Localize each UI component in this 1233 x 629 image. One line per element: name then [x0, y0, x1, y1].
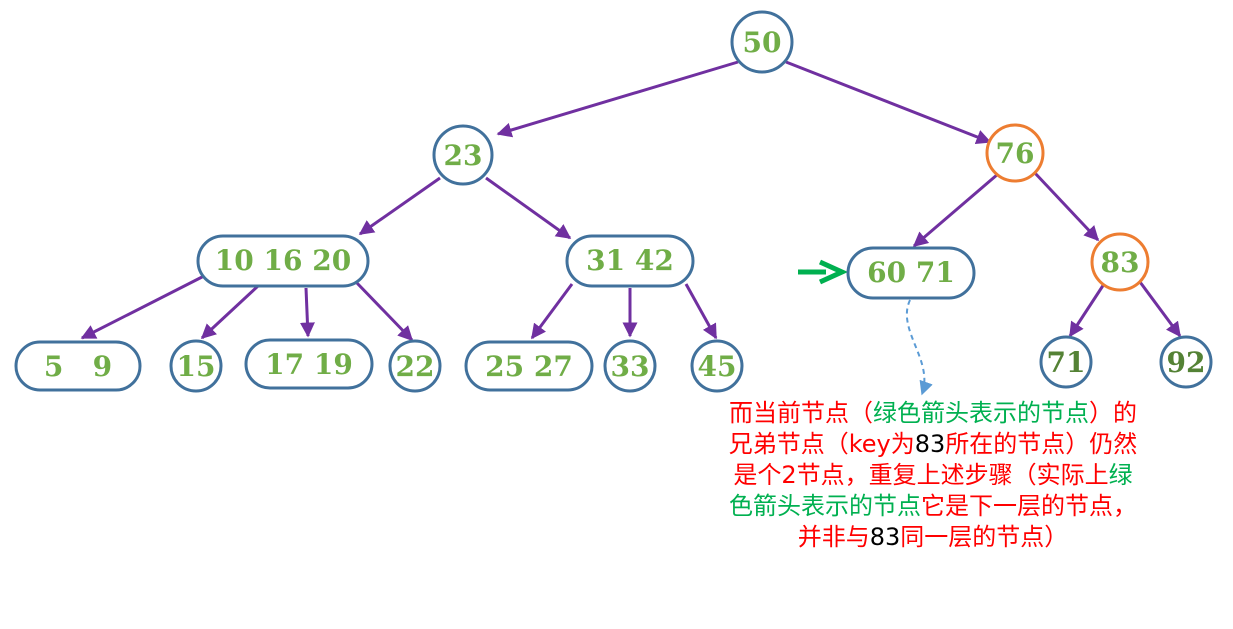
dashed-note-connector — [905, 299, 933, 396]
edge-10-16-20-17-19 — [299, 287, 315, 338]
node-key-text: 92 — [1167, 346, 1206, 379]
node-33: 33 — [603, 339, 657, 393]
node-key-text: 17 19 — [265, 348, 353, 381]
note-part: 同一层的节点） — [900, 523, 1069, 551]
node-key-text: 25 27 — [485, 350, 573, 383]
edge-83-71 — [1068, 283, 1106, 338]
edge-31-42-45 — [684, 283, 718, 340]
node-key-text: 31 42 — [586, 244, 674, 277]
explanation-note: 而当前节点（绿色箭头表示的节点）的兄弟节点（key为83所在的节点）仍然是个2节… — [728, 398, 1138, 553]
node-17-19: 17 19 — [244, 338, 374, 390]
node-key-text: 45 — [698, 350, 737, 383]
edge-76-83 — [1032, 170, 1100, 242]
node-key-text: 5 9 — [44, 350, 112, 383]
node-23: 23 — [432, 124, 494, 186]
note-part: 它是下一层的节点，并非与 — [797, 492, 1137, 551]
edge-10-16-20-15 — [200, 284, 260, 340]
node-key-text: 76 — [996, 137, 1035, 170]
node-25-27: 25 27 — [464, 340, 594, 392]
node-50: 50 — [730, 10, 794, 74]
node-key-text: 33 — [611, 350, 650, 383]
edge-76-60-71 — [912, 172, 999, 248]
edge-50-23 — [496, 60, 739, 138]
edge-31-42-25-27 — [530, 283, 574, 340]
note-black-part: 83 — [914, 430, 946, 458]
node-71: 71 — [1039, 335, 1093, 389]
node-key-text: 83 — [1101, 246, 1140, 279]
node-83: 83 — [1090, 232, 1150, 292]
edge-83-92 — [1138, 281, 1182, 338]
note-part: 而当前节点（ — [729, 399, 873, 427]
node-key-text: 71 — [1047, 346, 1086, 379]
node-45: 45 — [690, 339, 744, 393]
node-92: 92 — [1159, 335, 1213, 389]
note-black-part: 83 — [869, 523, 901, 551]
edge-10-16-20-5-9 — [80, 274, 205, 340]
node-key-text: 10 16 20 — [215, 244, 351, 277]
note-part: ）的兄弟节点（ — [728, 399, 1137, 458]
edge-10-16-20-22 — [354, 280, 414, 342]
edge-23-10-16-20 — [358, 176, 441, 236]
node-31-42: 31 42 — [565, 234, 695, 288]
node-key-text: 50 — [743, 26, 782, 59]
node-key-text: 22 — [396, 350, 435, 383]
node-60-71: 60 71 — [846, 246, 976, 300]
node-key-text: 60 71 — [867, 256, 955, 289]
edge-23-31-42 — [485, 176, 572, 240]
current-node-pointer-arrow — [798, 259, 849, 285]
note-green-part: 绿色箭头表示的节点 — [729, 461, 1133, 520]
note-green-part: 绿色箭头表示的节点 — [873, 399, 1089, 427]
note-part: key — [848, 430, 891, 458]
node-5-9: 5 9 — [14, 340, 142, 392]
node-15: 15 — [169, 339, 223, 393]
edge-50-76 — [785, 60, 992, 145]
note-part: 所在的节点）仍然是个2节点，重复上述步骤（实际上 — [733, 430, 1138, 489]
tree-edges — [80, 60, 1182, 342]
node-key-text: 23 — [444, 139, 483, 172]
note-part: 为 — [890, 430, 915, 458]
node-76: 76 — [985, 123, 1045, 183]
node-key-text: 15 — [177, 350, 216, 383]
node-22: 22 — [388, 339, 442, 393]
node-10-16-20: 10 16 20 — [196, 234, 370, 288]
